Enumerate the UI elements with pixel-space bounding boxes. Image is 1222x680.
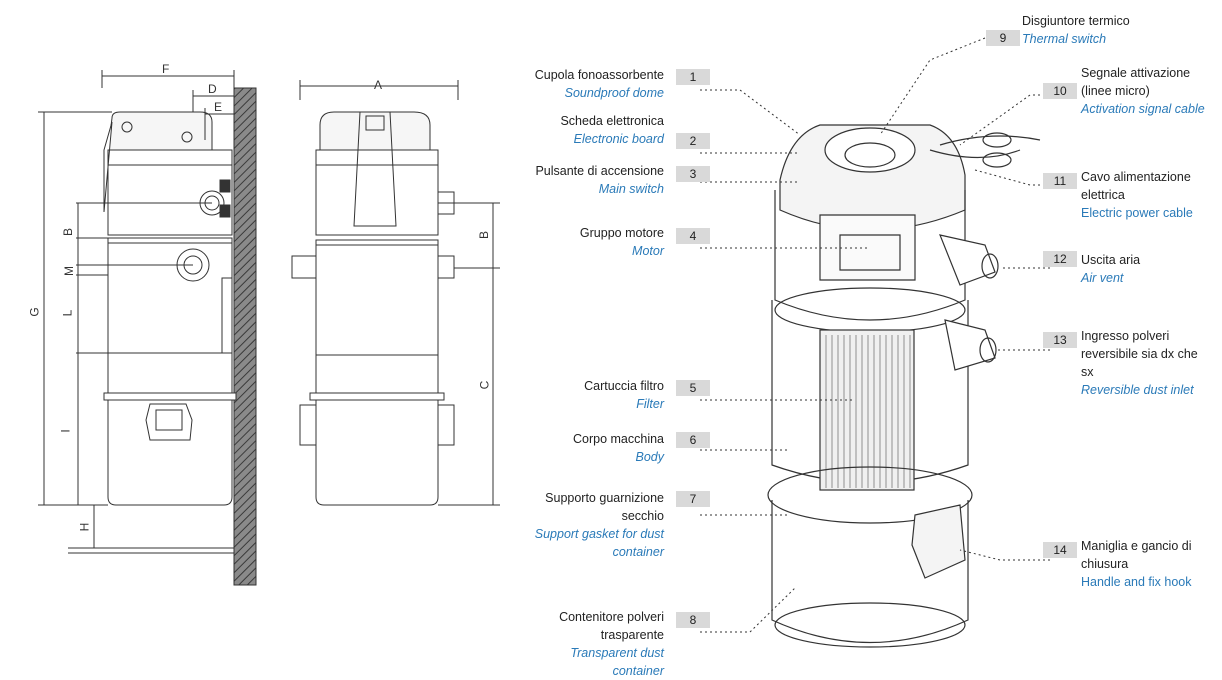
dim-g: G (27, 307, 42, 317)
callout-9-number: 9 (986, 30, 1020, 46)
dim-a: A (374, 78, 383, 92)
callout-12-number: 12 (1043, 251, 1077, 267)
callout-6-number: 6 (676, 432, 710, 448)
dim-c: C (477, 380, 492, 390)
dim-b-front: B (477, 230, 492, 240)
dim-b-side: B (61, 227, 76, 237)
dim-e: E (214, 100, 223, 114)
callout-7-number: 7 (676, 491, 710, 507)
callout-4-number: 4 (676, 228, 710, 244)
dim-m: M (62, 266, 76, 276)
side-view-drawing (38, 70, 257, 586)
dim-h: H (77, 522, 92, 532)
callout-10-label: Segnale attivazione (linee micro)Activat… (1081, 66, 1205, 116)
callout-5-number: 5 (676, 380, 710, 396)
callout-14-number: 14 (1043, 542, 1077, 558)
dim-d: D (208, 82, 217, 96)
callout-2-number: 2 (676, 133, 710, 149)
front-view-drawing (291, 80, 500, 506)
callout-10-number: 10 (1043, 83, 1077, 99)
dim-l: L (60, 309, 75, 317)
dim-i: I (58, 429, 73, 433)
callout-8-number: 8 (676, 612, 710, 628)
dim-f: F (162, 62, 170, 76)
callout-11-number: 11 (1043, 173, 1077, 189)
callout-1-number: 1 (676, 69, 710, 85)
callout-13-number: 13 (1043, 332, 1077, 348)
cutaway-view-drawing (767, 124, 1041, 648)
callout-3-number: 3 (676, 166, 710, 182)
callout-13-label: Ingresso polveri reversibile sia dx che … (1081, 329, 1198, 397)
